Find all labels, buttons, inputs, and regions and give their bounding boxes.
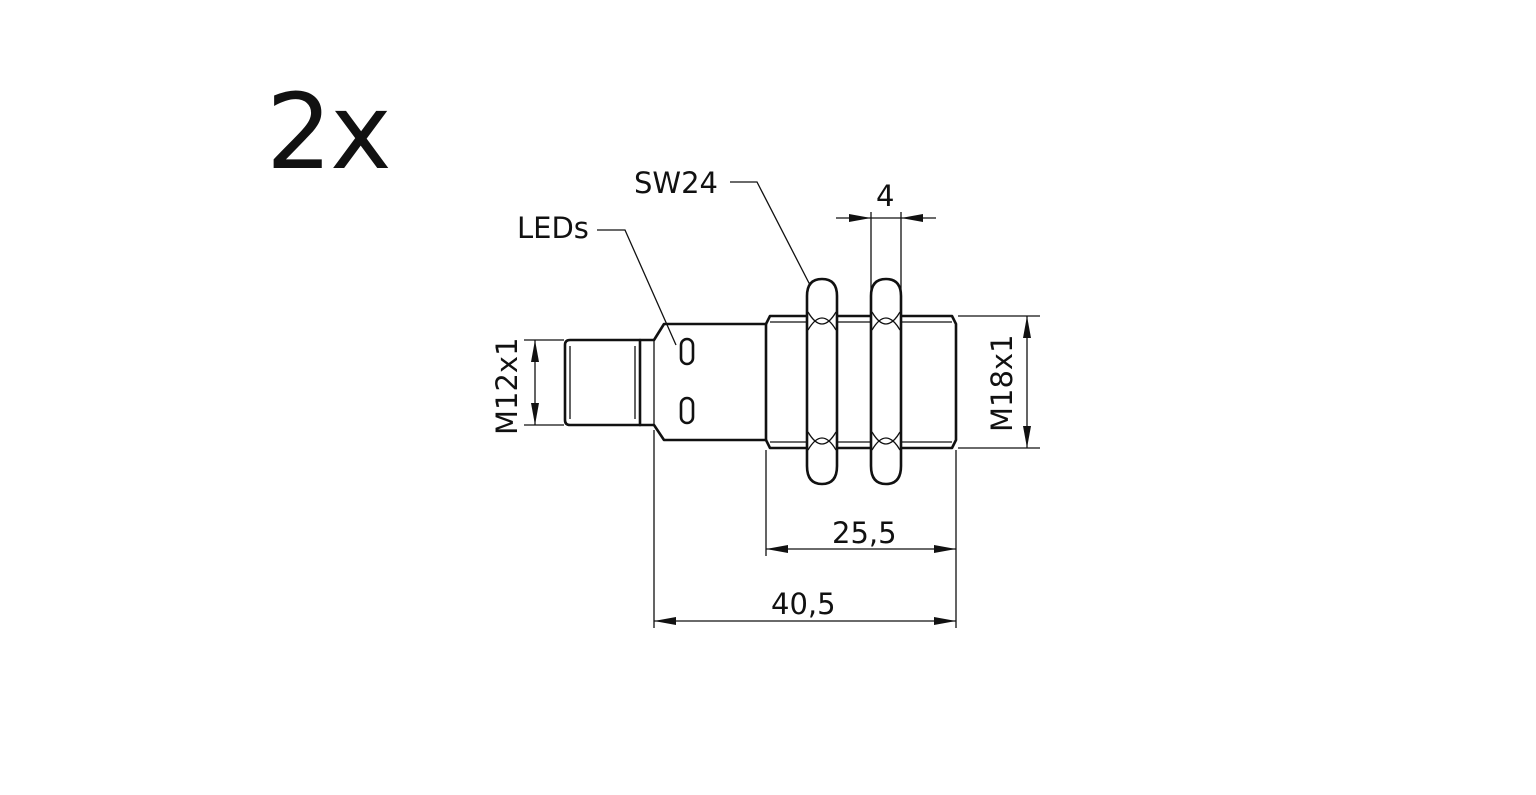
hex-nut: [805, 277, 839, 486]
led-indicator: [679, 337, 695, 366]
quantity-label: 2x: [266, 71, 392, 193]
nut-thickness-dimension: 4: [836, 179, 936, 300]
threaded-length-dimension: 25,5: [765, 450, 957, 628]
thread-body-label: M18x1: [985, 334, 1019, 432]
sensor-body: [638, 322, 768, 442]
leds-label: LEDs: [517, 211, 589, 245]
thread-front-label: M12x1: [490, 337, 524, 435]
connector-plug: [563, 338, 642, 427]
led-indicator: [679, 396, 695, 425]
threaded-length-value: 25,5: [832, 516, 897, 550]
sw-label: SW24: [634, 166, 718, 200]
thread-front-dimension: M12x1: [490, 337, 564, 435]
leds-callout: LEDs: [517, 211, 677, 346]
thread-body-dimension: M18x1: [958, 315, 1040, 449]
threaded-barrel: [764, 314, 958, 450]
hex-nut: [869, 277, 903, 486]
overall-length-dimension: 40,5: [653, 430, 956, 628]
sw-callout: SW24: [634, 166, 811, 286]
nut-thickness-value: 4: [876, 179, 894, 213]
overall-length-value: 40,5: [771, 587, 836, 621]
